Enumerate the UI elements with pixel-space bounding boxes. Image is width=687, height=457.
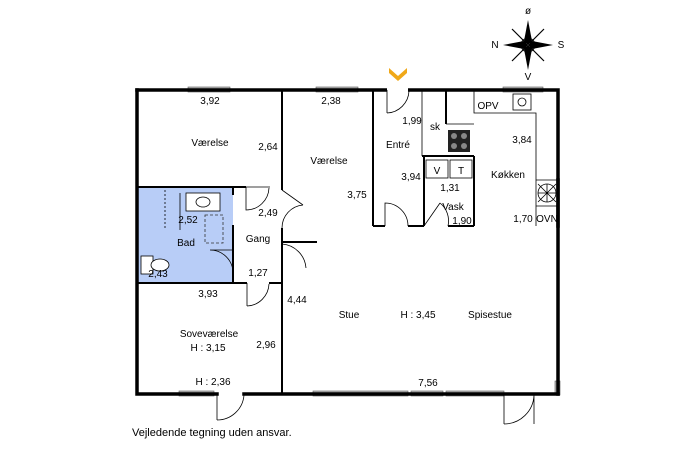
disclaimer-text: Vejledende tegning uden ansvar. <box>132 427 292 439</box>
sove-width: 3,93 <box>198 289 218 300</box>
bad-name: Bad <box>177 238 195 249</box>
kokken-depth: 3,84 <box>512 135 532 146</box>
vask-name: Vask <box>442 202 464 213</box>
entre-closet: sk <box>430 122 441 133</box>
room-labels: 3,92 Værelse 2,64 2,38 Værelse 3,75 1,99… <box>148 96 558 389</box>
interior-walls <box>137 90 475 394</box>
sink-icon <box>512 93 532 111</box>
windows <box>178 86 561 397</box>
gang-depth: 2,49 <box>258 208 278 219</box>
bad-depth: 2,43 <box>148 269 168 280</box>
bathroom-fixtures <box>140 190 224 275</box>
compass-east: S <box>558 40 565 51</box>
vaerelse1-name: Værelse <box>191 138 229 149</box>
entre-name: Entré <box>386 140 410 151</box>
sove-depth: 2,96 <box>256 340 276 351</box>
entre-depth: 3,94 <box>401 172 421 183</box>
shower-area <box>204 214 224 244</box>
outer-walls <box>135 88 560 396</box>
stue-depth: 4,44 <box>287 295 307 306</box>
stove-icon <box>448 130 470 152</box>
vask-depth: 1,90 <box>452 216 472 227</box>
vaerelse1-width: 3,92 <box>200 96 220 107</box>
vaerelse2-depth: 3,75 <box>347 190 367 201</box>
washbasin-icon <box>185 192 221 212</box>
gang-width: 1,27 <box>248 268 268 279</box>
stue-height: H : 3,45 <box>400 310 435 321</box>
sove-height: H : 3,15 <box>190 343 225 354</box>
doors <box>209 87 535 425</box>
kokken-hood: OPV <box>477 101 498 112</box>
washer-box <box>425 159 449 179</box>
kokken-width: 1,70 <box>513 214 533 225</box>
compass-north: ø <box>525 6 531 17</box>
compass-south: V <box>525 72 532 83</box>
vask-washer: V <box>434 166 441 177</box>
dryer-box <box>449 159 473 179</box>
stue-width: 7,56 <box>418 378 438 389</box>
vask-dryer: T <box>458 166 464 177</box>
spisestue-name: Spisestue <box>468 310 512 321</box>
kitchen-counters <box>446 90 558 226</box>
sove-height2: H : 2,36 <box>195 377 230 388</box>
sove-name: Soveværelse <box>180 329 239 340</box>
vask-width: 1,31 <box>440 183 460 194</box>
laundry-appliances <box>425 159 473 179</box>
kokken-oven: OVN <box>536 214 558 225</box>
compass-icon: ø N S V <box>491 6 564 83</box>
vaerelse2-width: 2,38 <box>321 96 341 107</box>
vaerelse1-depth: 2,64 <box>258 142 278 153</box>
vaerelse2-name: Værelse <box>310 156 348 167</box>
gang-name: Gang <box>246 234 270 245</box>
stue-name: Stue <box>339 310 360 321</box>
kokken-name: Køkken <box>491 170 525 181</box>
compass-west: N <box>491 40 498 51</box>
entre-width: 1,99 <box>402 116 422 127</box>
bad-width: 2,52 <box>178 215 198 226</box>
entrance-marker-icon <box>389 68 407 81</box>
